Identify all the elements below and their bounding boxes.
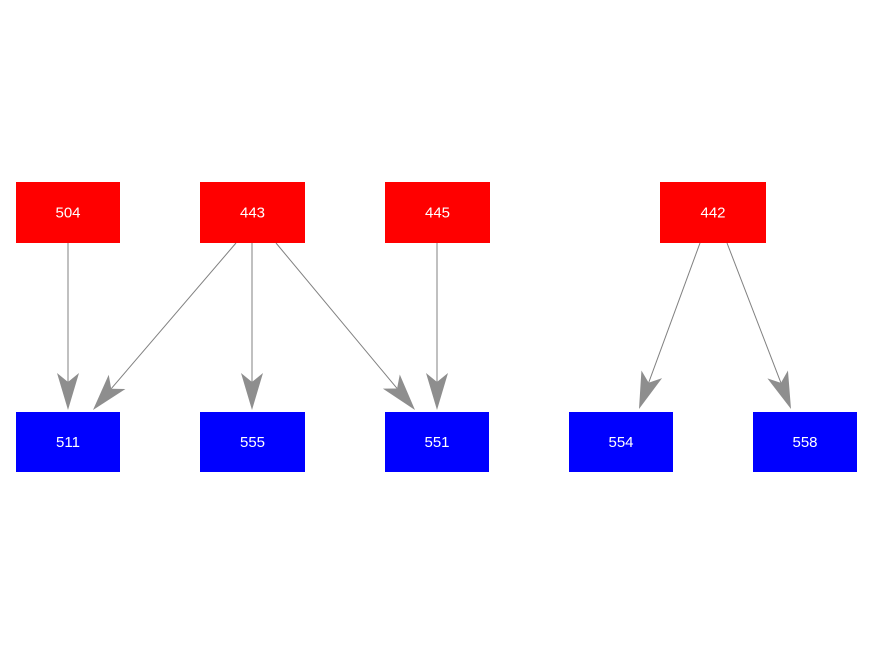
node-box-parent bbox=[660, 182, 766, 243]
node-511: 511 bbox=[16, 412, 120, 472]
arrowhead-icon bbox=[241, 373, 263, 410]
arrowhead-icon bbox=[57, 373, 79, 410]
node-504: 504 bbox=[16, 182, 120, 243]
node-box-child bbox=[569, 412, 673, 472]
node-555: 555 bbox=[200, 412, 305, 472]
edge-line bbox=[110, 242, 237, 390]
arrowhead-icon bbox=[639, 370, 663, 409]
node-label: 554 bbox=[608, 434, 633, 451]
edge-line bbox=[726, 242, 782, 384]
edge-443-to-551 bbox=[275, 242, 415, 410]
node-label: 555 bbox=[240, 434, 265, 451]
node-554: 554 bbox=[569, 412, 673, 472]
node-443: 443 bbox=[200, 182, 305, 243]
node-label: 445 bbox=[425, 205, 450, 222]
node-label: 558 bbox=[792, 434, 817, 451]
node-label: 511 bbox=[56, 434, 80, 451]
edge-443-to-511 bbox=[93, 242, 237, 410]
arrowhead-icon bbox=[382, 374, 415, 410]
arrowhead-icon bbox=[426, 373, 448, 410]
node-551: 551 bbox=[385, 412, 489, 472]
node-558: 558 bbox=[753, 412, 857, 472]
node-box-parent bbox=[16, 182, 120, 243]
edge-line bbox=[648, 242, 701, 383]
edge-442-to-558 bbox=[726, 242, 791, 409]
edge-line bbox=[275, 242, 398, 389]
edge-504-to-511 bbox=[57, 243, 79, 410]
node-442: 442 bbox=[660, 182, 766, 243]
node-box-child bbox=[16, 412, 120, 472]
node-445: 445 bbox=[385, 182, 490, 243]
node-box-parent bbox=[200, 182, 305, 243]
node-label: 442 bbox=[700, 205, 725, 222]
node-label: 504 bbox=[55, 205, 80, 222]
node-label: 443 bbox=[240, 205, 265, 222]
arrowhead-icon bbox=[767, 370, 791, 409]
arrowhead-icon bbox=[93, 374, 126, 410]
node-box-child bbox=[385, 412, 489, 472]
edge-442-to-554 bbox=[639, 242, 701, 409]
edge-445-to-551 bbox=[426, 243, 448, 410]
node-box-child bbox=[753, 412, 857, 472]
node-box-parent bbox=[385, 182, 490, 243]
edge-443-to-555 bbox=[241, 243, 263, 410]
node-label: 551 bbox=[424, 434, 449, 451]
node-box-child bbox=[200, 412, 305, 472]
